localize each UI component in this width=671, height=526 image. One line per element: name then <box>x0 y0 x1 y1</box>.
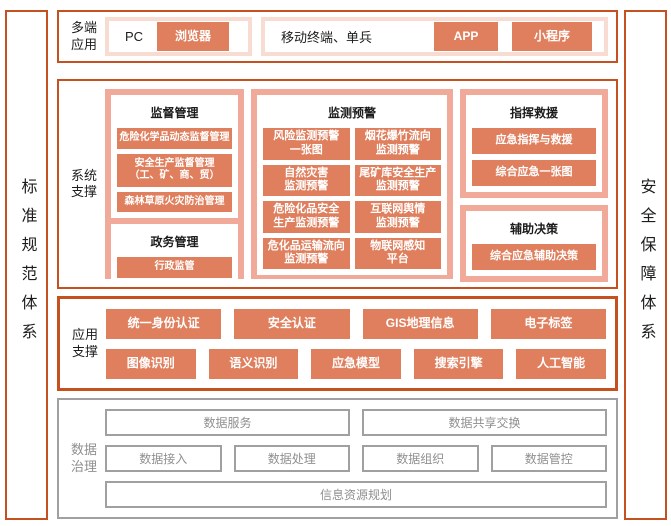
data-service-block: 数据服务 <box>105 409 350 436</box>
data-control-block: 数据管控 <box>490 445 607 472</box>
government-group: 政务管理 行政监管 <box>111 224 238 284</box>
command-group: 指挥救援 应急指挥与救援 综合应急一张图 <box>466 95 602 192</box>
internet-sentiment-monitoring-block: 互联网舆情 监测预警 <box>354 201 441 233</box>
section-system-support: 系统支撑 监督管理 危险化学品动态监督管理 安全生产监督管理 （工、矿、商、贸）… <box>57 79 618 289</box>
emergency-model-block: 应急模型 <box>311 348 401 379</box>
section-app-support: 应用支撑 统一身份认证 安全认证 GIS地理信息 电子标签 图像识别 语义识别 … <box>57 296 618 391</box>
emergency-command-rescue-block: 应急指挥与救援 <box>472 128 596 154</box>
monitoring-title: 监测预警 <box>327 106 376 120</box>
app-block: APP <box>434 22 498 51</box>
supervision-group: 监督管理 危险化学品动态监督管理 安全生产监督管理 （工、矿、商、贸） 森林草原… <box>111 95 238 218</box>
data-governance-label: 数据治理 <box>70 442 97 474</box>
monitoring-group: 监测预警 风险监测预警 一张图 烟花爆竹流向 监测预警 自然灾害 监测预警 尾矿… <box>257 95 447 275</box>
monitoring-grid: 风险监测预警 一张图 烟花爆竹流向 监测预警 自然灾害 监测预警 尾矿库安全生产… <box>263 128 441 269</box>
tailings-safety-monitoring-block: 尾矿库安全生产 监测预警 <box>354 164 441 196</box>
risk-monitoring-map-block: 风险监测预警 一张图 <box>263 128 350 160</box>
browser-block: 浏览器 <box>157 22 230 51</box>
iot-sensing-platform-block: 物联网感知 平台 <box>354 237 441 269</box>
supervision-title: 监督管理 <box>150 106 199 120</box>
administrative-supervision-block: 行政监管 <box>117 257 232 278</box>
pc-group: PC 浏览器 <box>105 17 252 56</box>
decision-group: 辅助决策 综合应急辅助决策 <box>466 211 602 276</box>
multi-terminal-label: 多端应用 <box>70 20 97 52</box>
data-access-block: 数据接入 <box>105 445 222 472</box>
app-support-row-2: 图像识别 语义识别 应急模型 搜索引擎 人工智能 <box>106 348 606 379</box>
command-decision-column: 指挥救援 应急指挥与救援 综合应急一张图 辅助决策 综合应急辅助决策 <box>460 89 608 282</box>
natural-disaster-monitoring-block: 自然灾害 监测预警 <box>263 164 350 196</box>
search-engine-block: 搜索引擎 <box>413 348 504 379</box>
info-resource-planning-block: 信息资源规划 <box>105 481 607 508</box>
data-processing-block: 数据处理 <box>233 445 350 472</box>
monitoring-column: 监测预警 风险监测预警 一张图 烟花爆竹流向 监测预警 自然灾害 监测预警 尾矿… <box>251 89 453 279</box>
government-title: 政务管理 <box>150 235 199 249</box>
forest-fire-prevention-block: 森林草原火灾防治管理 <box>117 191 232 212</box>
pc-label: PC <box>125 29 144 44</box>
image-recognition-block: 图像识别 <box>106 348 196 379</box>
system-support-label: 系统支撑 <box>70 167 97 199</box>
data-governance-grid: 数据服务 数据共享交换 数据接入 数据处理 数据组织 数据管控 信息资源规划 <box>105 409 607 508</box>
app-support-label: 应用支撑 <box>71 327 98 359</box>
semantic-recognition-block: 语义识别 <box>208 348 299 379</box>
unified-identity-auth-block: 统一身份认证 <box>106 308 222 339</box>
supervision-column: 监督管理 危险化学品动态监督管理 安全生产监督管理 （工、矿、商、贸） 森林草原… <box>105 89 244 284</box>
pillar-security-system: 安全保障体系 <box>624 10 667 520</box>
command-title: 指挥救援 <box>509 106 558 120</box>
hazchem-production-monitoring-block: 危险化品安全 生产监测预警 <box>263 201 350 233</box>
comprehensive-emergency-decision-block: 综合应急辅助决策 <box>472 244 596 270</box>
electronic-tag-block: 电子标签 <box>490 308 606 339</box>
data-sharing-exchange-block: 数据共享交换 <box>362 409 607 436</box>
section-data-governance: 数据治理 数据服务 数据共享交换 数据接入 数据处理 数据组织 数据管控 信息资… <box>57 398 618 519</box>
firework-flow-monitoring-block: 烟花爆竹流向 监测预警 <box>354 128 441 160</box>
gis-geoinfo-block: GIS地理信息 <box>362 308 478 339</box>
comprehensive-emergency-map-block: 综合应急一张图 <box>472 160 596 186</box>
app-support-rows: 统一身份认证 安全认证 GIS地理信息 电子标签 图像识别 语义识别 应急模型 … <box>106 308 606 379</box>
app-support-row-1: 统一身份认证 安全认证 GIS地理信息 电子标签 <box>106 308 606 339</box>
miniprogram-block: 小程序 <box>512 22 592 51</box>
command-panel: 指挥救援 应急指挥与救援 综合应急一张图 <box>460 89 608 198</box>
production-safety-supervision-block: 安全生产监督管理 （工、矿、商、贸） <box>117 153 232 187</box>
hazchem-transport-monitoring-block: 危化品运输流向 监测预警 <box>263 237 350 269</box>
decision-panel: 辅助决策 综合应急辅助决策 <box>460 205 608 282</box>
data-organization-block: 数据组织 <box>362 445 479 472</box>
section-multi-terminal: 多端应用 PC 浏览器 移动终端、单兵 APP 小程序 <box>57 10 618 63</box>
pillar-security-label: 安全保障体系 <box>637 178 655 352</box>
pillar-standards-system: 标准规范体系 <box>5 10 48 520</box>
mobile-terminal-label: 移动终端、单兵 <box>281 30 373 45</box>
decision-title: 辅助决策 <box>509 222 558 236</box>
pillar-standards-label: 标准规范体系 <box>18 178 36 352</box>
system-support-columns: 监督管理 危险化学品动态监督管理 安全生产监督管理 （工、矿、商、贸） 森林草原… <box>105 89 608 284</box>
artificial-intelligence-block: 人工智能 <box>516 348 606 379</box>
mobile-group: 移动终端、单兵 APP 小程序 <box>261 17 608 56</box>
security-auth-block: 安全认证 <box>234 308 350 339</box>
hazchem-dynamic-supervision-block: 危险化学品动态监督管理 <box>117 128 232 149</box>
